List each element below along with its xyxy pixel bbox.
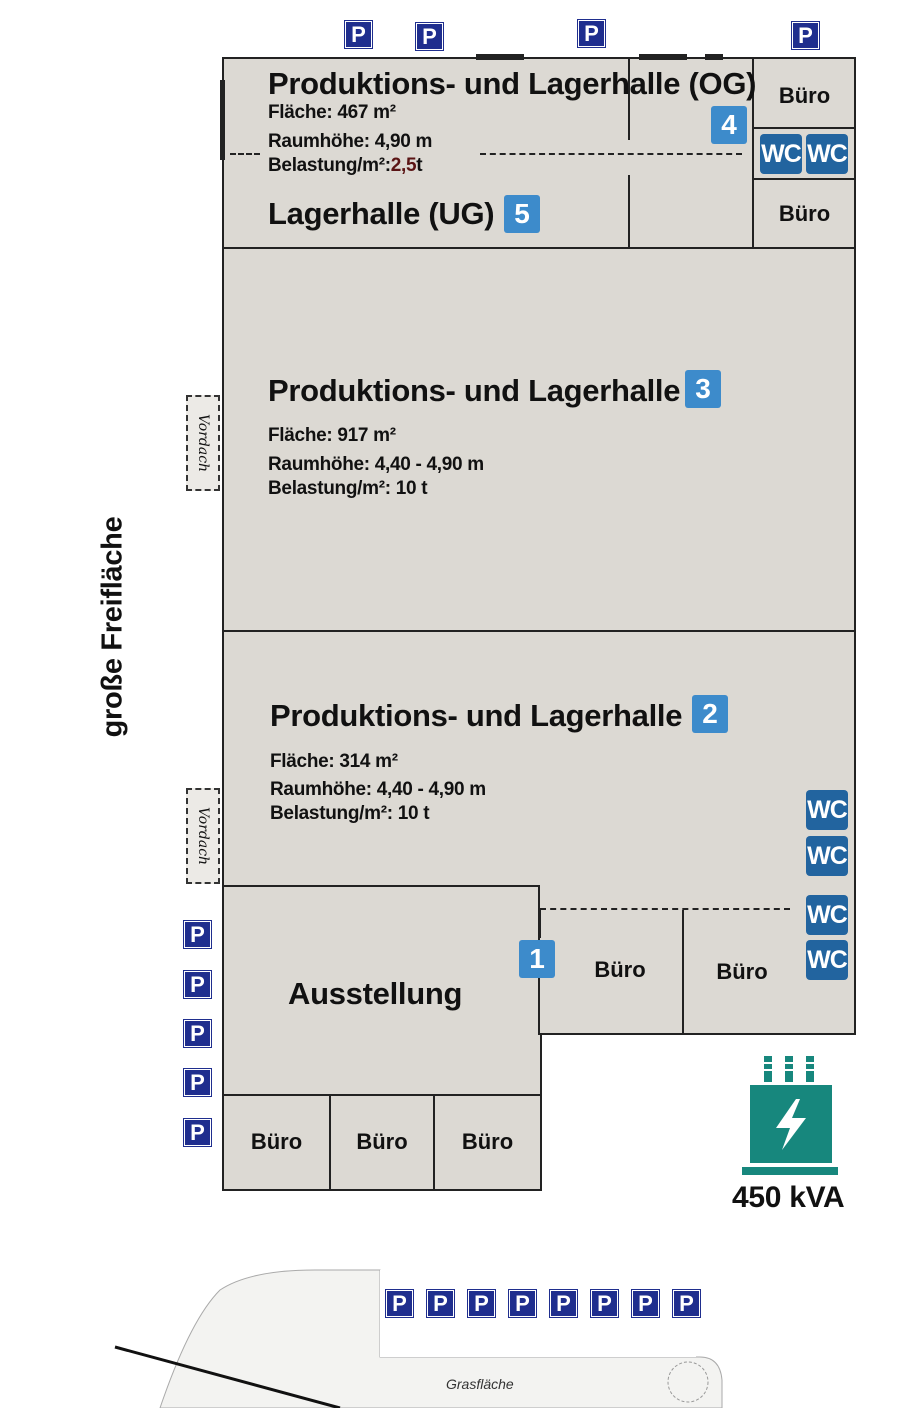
- wall: [752, 178, 855, 180]
- floor-divider: [230, 153, 260, 155]
- hall-5-title: Lagerhalle (UG): [268, 196, 495, 231]
- hall-2-area: Fläche: 314 m²: [270, 751, 398, 772]
- office-label: Büro: [250, 1129, 303, 1154]
- wall: [752, 58, 754, 248]
- parking-icon: P: [184, 1069, 211, 1096]
- hall-4-title: Produktions- und Lagerhalle (OG): [268, 66, 757, 101]
- parking-icon: P: [345, 21, 372, 48]
- wall: [539, 908, 541, 938]
- parking-icon: P: [509, 1290, 536, 1317]
- hall-2-height: Raumhöhe: 4,40 - 4,90 m: [270, 779, 486, 800]
- wall: [329, 1094, 331, 1190]
- door: [639, 54, 687, 60]
- parking-icon: P: [184, 1020, 211, 1047]
- door: [220, 80, 225, 160]
- hall-2-load: Belastung/m²: 10 t: [270, 803, 430, 824]
- divider: [540, 908, 790, 910]
- wall: [628, 175, 630, 247]
- office-label: Büro: [461, 1129, 514, 1154]
- hall-4-load: Belastung/m²:2,5t: [268, 155, 423, 176]
- parking-icon: P: [578, 20, 605, 47]
- parking-icon: P: [184, 1119, 211, 1146]
- office-label: Büro: [778, 201, 831, 226]
- hall-1-badge: 1: [519, 940, 555, 978]
- hall-3-height: Raumhöhe: 4,40 - 4,90 m: [268, 454, 484, 475]
- hall-5-badge: 5: [504, 195, 540, 233]
- wall: [433, 1094, 435, 1190]
- hall-3-area: Fläche: 917 m²: [268, 425, 396, 446]
- canopy: Vordach: [186, 395, 220, 491]
- parking-icon: P: [427, 1290, 454, 1317]
- transformer-label: 450 kVA: [732, 1181, 845, 1214]
- parking-icon: P: [184, 921, 211, 948]
- parking-icon: P: [184, 971, 211, 998]
- parking-icon: P: [792, 22, 819, 49]
- grass-label: Grasfläche: [446, 1376, 514, 1392]
- wc-icon: WC: [806, 134, 848, 174]
- door: [476, 54, 524, 60]
- hall-2-title: Produktions- und Lagerhalle: [270, 698, 683, 733]
- hall-4-badge: 4: [711, 106, 747, 144]
- door: [705, 54, 723, 60]
- parking-icon: P: [550, 1290, 577, 1317]
- parking-icon: P: [673, 1290, 700, 1317]
- wc-icon: WC: [806, 940, 848, 980]
- transformer-icon: [742, 1056, 838, 1175]
- parking-icon: P: [632, 1290, 659, 1317]
- wall: [752, 127, 855, 129]
- wc-icon: WC: [760, 134, 802, 174]
- office-label: Büro: [778, 83, 831, 108]
- parking-icon: P: [416, 23, 443, 50]
- parking-row: P P P P P P P P: [386, 1290, 700, 1317]
- wall: [628, 58, 630, 140]
- hall-3-load: Belastung/m²: 10 t: [268, 478, 428, 499]
- hall-3-badge: 3: [685, 370, 721, 408]
- open-area-label: große Freifläche: [96, 516, 129, 738]
- wc-icon: WC: [806, 790, 848, 830]
- opening: [540, 884, 854, 888]
- wall: [682, 910, 684, 1034]
- hall-4-area: Fläche: 467 m²: [268, 102, 396, 123]
- wall: [222, 1094, 540, 1096]
- parking-icon: P: [468, 1290, 495, 1317]
- office-label: Büro: [356, 1129, 408, 1154]
- wc-icon: WC: [806, 895, 848, 935]
- parking-icon: P: [386, 1290, 413, 1317]
- parking-icon: P: [591, 1290, 618, 1317]
- canopy: Vordach: [186, 788, 220, 884]
- exhibition-title: Ausstellung: [288, 976, 463, 1011]
- hall-3-title: Produktions- und Lagerhalle: [268, 373, 681, 408]
- hall-2: [222, 630, 856, 887]
- hall-3: [222, 247, 856, 633]
- site-plan: [114, 1269, 723, 1408]
- hall-4-height: Raumhöhe: 4,90 m: [268, 131, 433, 152]
- exhibition: [222, 885, 542, 1191]
- office-label: Büro: [594, 957, 646, 982]
- office-label: Büro: [716, 959, 768, 984]
- floor-divider: [480, 153, 742, 155]
- wc-icon: WC: [806, 836, 848, 876]
- hall-2-badge: 2: [692, 695, 728, 733]
